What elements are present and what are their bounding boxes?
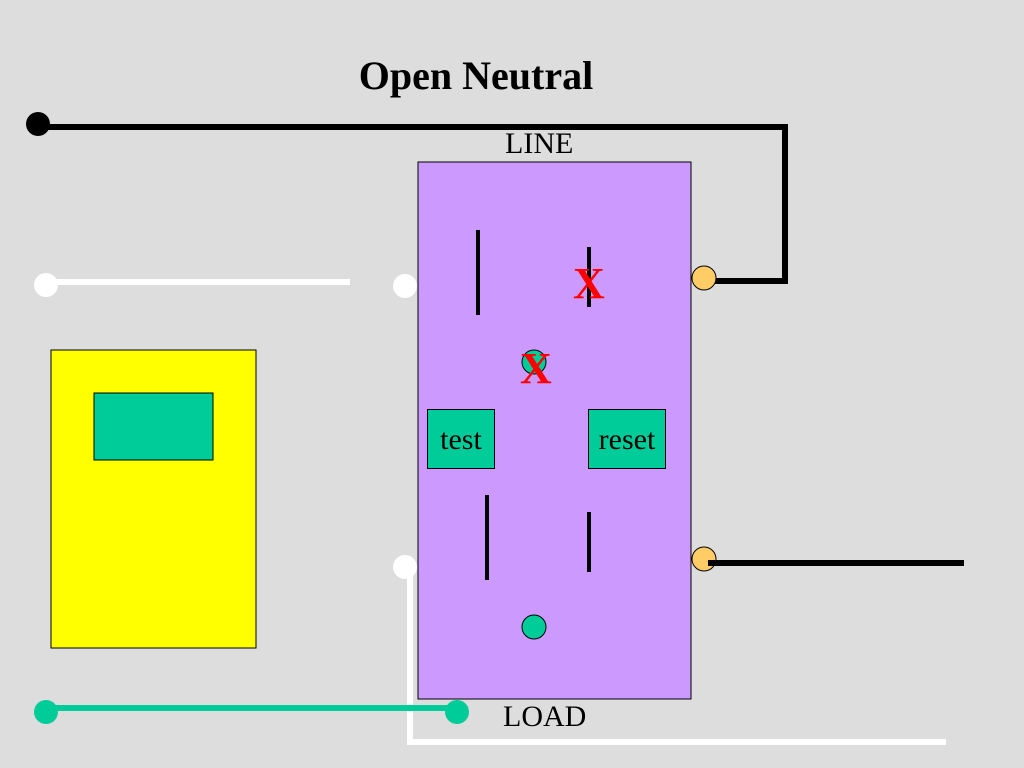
upper-ground-hole [521,349,547,375]
reset-button[interactable]: reset [588,409,666,469]
ground-outlet-terminal [445,700,469,724]
ground-source-terminal [34,700,58,724]
test-button[interactable]: test [427,409,495,469]
hot-wire-line [38,124,788,284]
load-hot-terminal [691,546,717,572]
line-hot-terminal [691,265,717,291]
neutral-source-terminal [34,273,58,297]
diagram-title: Open Neutral [358,53,594,98]
load-label: LOAD [503,700,587,733]
hot-source-terminal [26,112,50,136]
line-label: LINE [505,127,574,160]
lower-ground-hole [521,614,547,640]
neutral-load-wire [407,567,946,745]
fault-x-mark-slot: X [573,259,605,308]
line-neutral-terminal [393,274,417,298]
tester-display [93,392,214,461]
fault-x-mark-ground: X [520,344,552,393]
load-neutral-terminal [393,555,417,579]
